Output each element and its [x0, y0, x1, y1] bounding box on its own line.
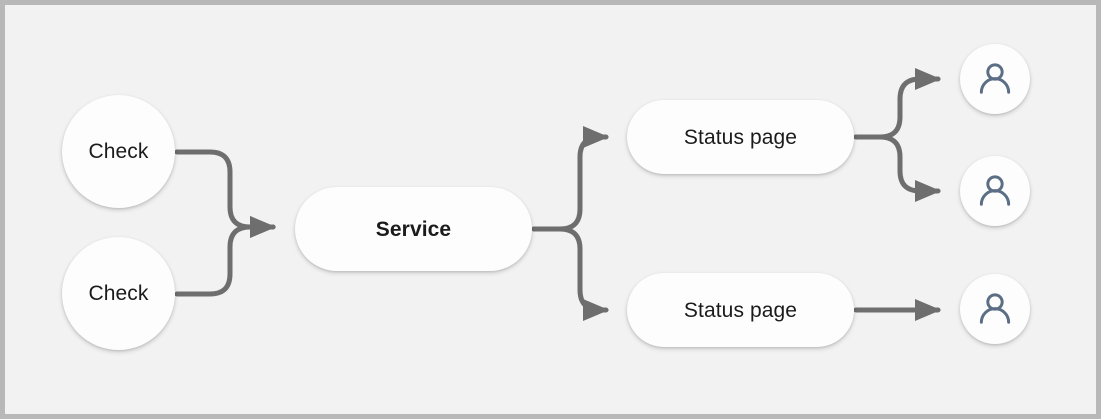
user-icon [979, 175, 1011, 206]
node-check-1-label: Check [88, 140, 149, 163]
user-icon [979, 293, 1011, 324]
edge-service-status1 [531, 125, 610, 232]
edge-check2-service [174, 215, 277, 297]
node-service-label: Service [375, 217, 452, 241]
user-icon [979, 63, 1011, 94]
edge-status1-user1 [853, 67, 942, 140]
connector-layer [174, 67, 942, 321]
node-status-page-1-label: Status page [683, 125, 798, 149]
node-check-2[interactable]: Check [62, 237, 175, 350]
node-user-1[interactable] [960, 44, 1030, 114]
node-user-3[interactable] [960, 274, 1030, 344]
node-status-page-2-label: Status page [683, 298, 798, 322]
edge-status1-user2 [853, 134, 942, 202]
edge-service-status2 [531, 226, 610, 321]
node-user-2[interactable] [960, 156, 1030, 226]
node-service[interactable]: Service [295, 187, 532, 271]
node-status-page-2[interactable]: Status page [627, 273, 854, 347]
edge-check1-service [174, 149, 277, 238]
node-check-1[interactable]: Check [62, 95, 175, 208]
diagram-surface: Check Check Service Status page Status p… [5, 5, 1096, 414]
node-status-page-1[interactable]: Status page [627, 100, 854, 174]
node-check-2-label: Check [88, 282, 149, 305]
